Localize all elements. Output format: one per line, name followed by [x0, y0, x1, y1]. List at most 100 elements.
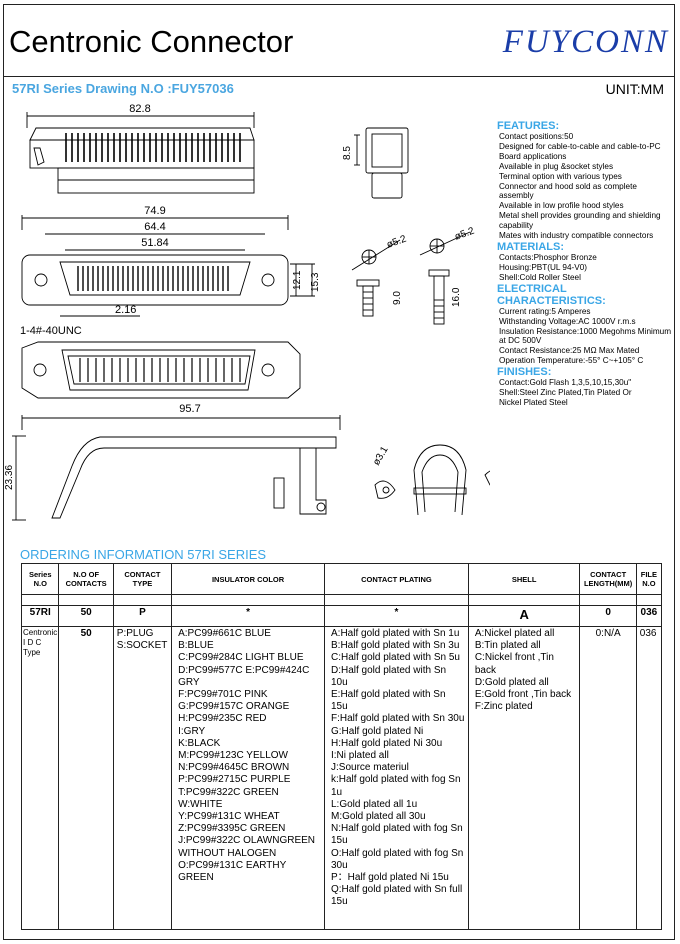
- list-item: H:PC99#235C RED: [178, 713, 267, 725]
- list-item: W:WHITE: [178, 798, 223, 810]
- list-item: F:Half gold plated with Sn 30u: [331, 713, 465, 725]
- feature-line: Mates with industry compatible connector…: [499, 231, 654, 241]
- table-header-row: Series N.O N.O OF CONTACTS CONTACT TYPE …: [20, 563, 663, 595]
- detail-file: 036: [635, 626, 663, 930]
- feature-line: Available in low profile hood styles: [499, 201, 624, 211]
- list-item: J:Source materiul: [331, 762, 409, 774]
- code-color: *: [171, 605, 325, 627]
- list-item: K:BLACK: [178, 737, 221, 749]
- detail-type: P:PLUG S:SOCKET: [112, 626, 173, 930]
- dim-2-16: 2.16: [115, 304, 136, 316]
- list-item: N:Half gold plated with fog Sn 15u: [331, 823, 463, 847]
- list-item: k:Half gold plated with fog Sn 1u: [331, 774, 461, 798]
- list-item: C:Half gold plated with Sn 5u: [331, 652, 460, 664]
- detail-contacts: 50: [58, 626, 114, 930]
- list-item: H:Half gold plated Ni 30u: [331, 737, 443, 749]
- code-type: P: [112, 605, 173, 627]
- list-item: M:PC99#123C YELLOW: [178, 750, 288, 762]
- material-line: Housing:PBT(UL 94-V0): [499, 262, 587, 272]
- list-item: P：Half gold plated Ni 15u: [331, 872, 449, 884]
- code-contacts: 50: [58, 605, 114, 627]
- dim-9-0: 9.0: [392, 291, 403, 305]
- electrical-line: Operation Temperature:-55° C~+105° C: [499, 356, 644, 366]
- list-item: S:SOCKET: [116, 640, 168, 652]
- feature-line: Designed for cable-to-cable and cable-to…: [499, 141, 661, 151]
- list-item: E:Gold front ,Tin back: [474, 689, 572, 701]
- header-series: Series N.O: [20, 563, 60, 595]
- dim-23-36: 23.36: [4, 465, 15, 490]
- list-item: C:Nickel front ,Tin back: [474, 652, 554, 676]
- features-panel: FEATURES: Contact positions:50 Designed …: [497, 120, 677, 408]
- detail-length: 0:N/A: [579, 626, 637, 930]
- electrical-line: Insulation Resistance:1000 Megohms Minim…: [499, 326, 672, 336]
- dim-12-1: 12.1: [292, 270, 303, 290]
- finishes-heading: FINISHES:: [497, 366, 552, 379]
- list-item: P:PC99#2715C PURPLE: [178, 774, 291, 786]
- electrical-line: at DC 500V: [499, 336, 542, 346]
- list-item: B:BLUE: [178, 640, 214, 652]
- code-length: 0: [579, 605, 637, 627]
- detail-series: Centronic I D C Type: [20, 626, 60, 930]
- list-item: Z:PC99#3395C GREEN: [178, 823, 286, 835]
- materials-heading: MATERIALS:: [497, 240, 565, 253]
- finish-line: Nickel Plated Steel: [499, 397, 568, 407]
- ordering-info-title: ORDERING INFORMATION 57RI SERIES: [20, 547, 267, 562]
- list-item: B:Half gold plated with Sn 3u: [331, 640, 460, 652]
- title-bar: Centronic Connector FUYCONN: [3, 4, 675, 77]
- list-item: B:Tin plated all: [474, 640, 541, 652]
- ordering-table: Series N.O N.O OF CONTACTS CONTACT TYPE …: [20, 563, 663, 930]
- feature-line: Metal shell provides grounding and shiel…: [499, 211, 661, 221]
- detail-colors: A:PC99#661C BLUE B:BLUE C:PC99#284C LIGH…: [171, 626, 325, 930]
- detail-shell: A:Nickel plated all B:Tin plated all C:N…: [467, 626, 581, 930]
- dim-15-3: 15.3: [310, 272, 321, 292]
- brand-logo: FUYCONN: [502, 24, 669, 60]
- dim-phi-5-2-a: ø5.2: [385, 233, 408, 250]
- feature-line: capability: [499, 221, 534, 231]
- list-item: Q:Half gold plated with Sn full 15u: [331, 884, 463, 908]
- material-line: Contacts:Phosphor Bronze: [499, 252, 597, 262]
- code-plating: *: [324, 605, 469, 627]
- header-shell: SHELL: [467, 563, 581, 595]
- list-item: J:PC99#322C OLAWNGREEN WITHOUT HALOGEN: [178, 835, 316, 859]
- page-title: Centronic Connector: [9, 24, 294, 59]
- electrical-line: Current rating:5 Amperes: [499, 306, 591, 316]
- technical-drawing: 82.8 8.5 74.9 64.4 51.84 12.1 15.3 2.16: [4, 103, 490, 521]
- list-item: G:Half gold plated Ni: [331, 725, 424, 737]
- list-item: G:PC99#157C ORANGE: [178, 701, 290, 713]
- list-item: I D C: [23, 638, 42, 647]
- feature-line: Terminal option with various types: [499, 171, 622, 181]
- dim-51-84: 51.84: [141, 237, 169, 249]
- dim-16-0: 16.0: [451, 287, 462, 307]
- detail-plating: A:Half gold plated with Sn 1u B:Half gol…: [324, 626, 469, 930]
- series-drawing-number: 57RI Series Drawing N.O :FUY57036: [12, 81, 234, 96]
- list-item: O:PC99#131C EARTHY GREEN: [178, 859, 287, 884]
- feature-line: Connector and hood sold as complete: [499, 181, 637, 191]
- list-item: F:PC99#701C PINK: [178, 689, 268, 701]
- dim-phi-3-1: ø3.1: [371, 444, 391, 467]
- code-series: 57RI: [20, 605, 60, 627]
- feature-line: Contact positions:50: [499, 132, 574, 141]
- list-item: I:GRY: [178, 725, 206, 737]
- finish-line: Contact:Gold Flash 1,3,5,10,15,30u": [499, 378, 632, 388]
- dim-8-5: 8.5: [342, 146, 353, 160]
- list-item: Y:PC99#131C WHEAT: [178, 811, 280, 823]
- list-item: E:Half gold plated with Sn 15u: [331, 689, 446, 713]
- electrical-line: Withstanding Voltage:AC 1000V r.m.s: [499, 316, 636, 326]
- electrical-line: Contact Resistance:25 MΩ Max Mated: [499, 346, 640, 356]
- dim-82-8: 82.8: [129, 103, 150, 115]
- electrical-heading: ELECTRICAL CHARACTERISTICS:: [497, 282, 606, 307]
- list-item: I:Ni plated all: [331, 750, 389, 762]
- list-item: A:PC99#661C BLUE: [178, 628, 271, 639]
- list-item: A:Half gold plated with Sn 1u: [331, 628, 460, 639]
- dim-64-4: 64.4: [144, 221, 165, 233]
- header-contact-type: CONTACT TYPE: [112, 563, 173, 595]
- code-file: 036: [635, 605, 663, 627]
- header-contact-plating: CONTACT PLATING: [324, 563, 469, 595]
- feature-line: Board applications: [499, 151, 567, 161]
- feature-line: Available in plug &socket styles: [499, 161, 614, 171]
- list-item: M:Gold plated all 30u: [331, 811, 426, 823]
- header-contacts: N.O OF CONTACTS: [58, 563, 114, 595]
- list-item: Type: [23, 648, 41, 657]
- dim-74-9: 74.9: [144, 205, 165, 217]
- list-item: D:Half gold plated with Sn 10u: [331, 664, 447, 688]
